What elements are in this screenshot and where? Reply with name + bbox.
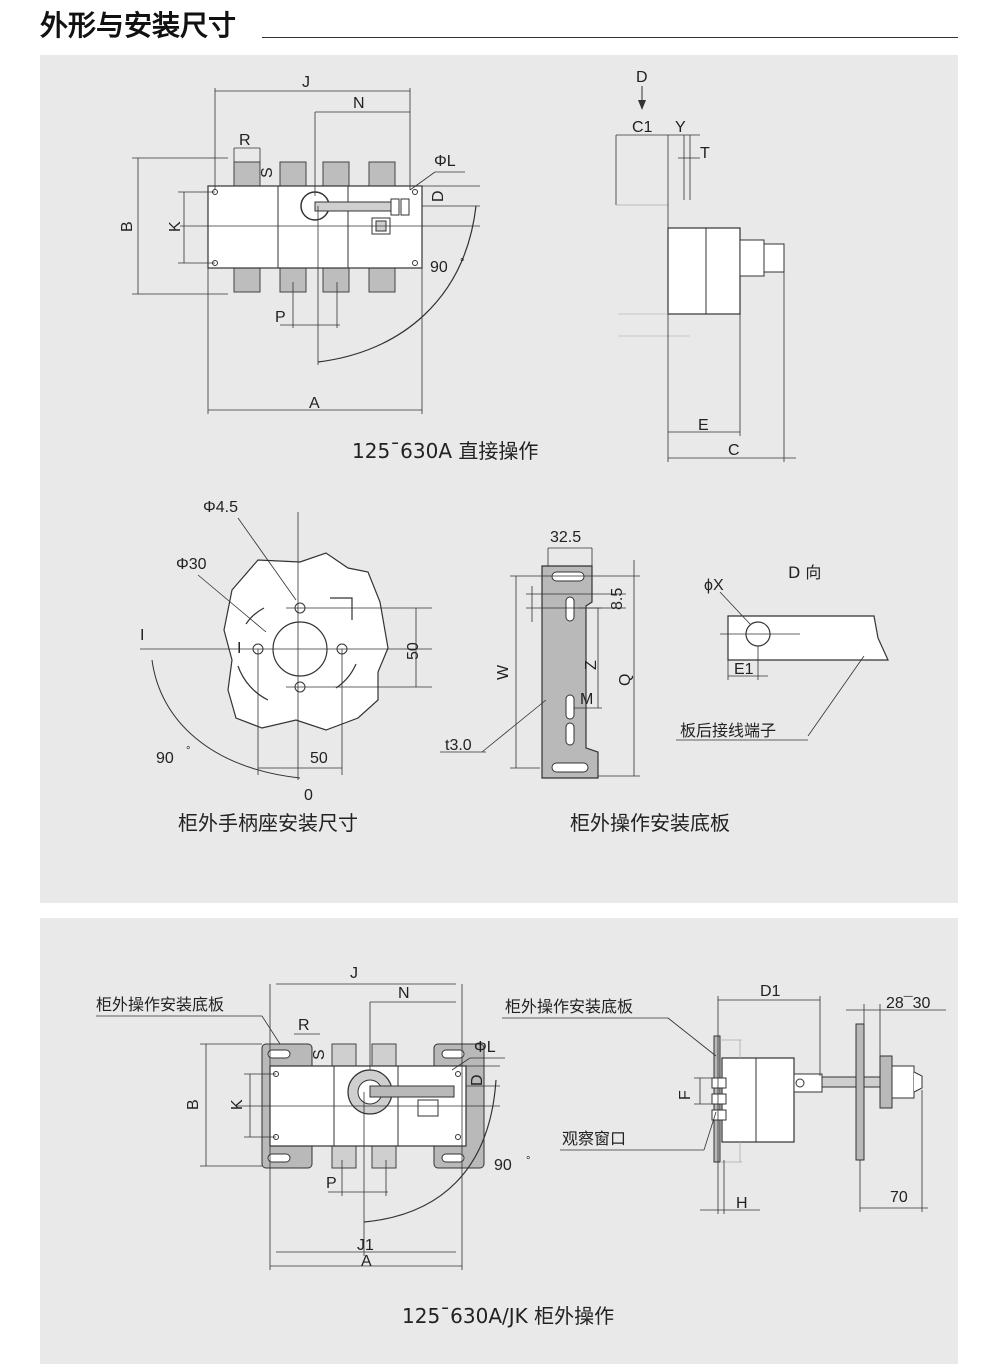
dim-a-label: A (361, 1253, 372, 1270)
dim-phil-label: ΦL (474, 1039, 496, 1056)
dim-2830-label: 28¯30 (886, 995, 931, 1012)
dir-d-label: D (636, 69, 648, 86)
dim-t-label: T (700, 145, 710, 162)
dim-e1-label: E1 (734, 661, 754, 678)
angle-90-label: 90 (156, 750, 174, 767)
dim-phi45-label: Φ4.5 (203, 499, 238, 516)
dim-d1-label: D1 (760, 983, 781, 1000)
degree-mark: ° (186, 745, 190, 757)
side-view-labels: D C1 Y T E C (632, 69, 740, 459)
panel-external-operation (40, 918, 958, 1364)
mounting-plate-labels: 32.5 8.5 W Z Q M t3.0 柜外操作安装底板 (445, 529, 730, 835)
degree-mark: ° (460, 257, 464, 269)
dim-j-label: J (350, 965, 358, 982)
dim-w-label: W (495, 664, 512, 680)
dim-f-label: F (677, 1090, 694, 1100)
terminal-drawing (676, 591, 889, 741)
caption-direct-operation: 125¯630A 直接操作 (352, 439, 538, 463)
dim-h-label: H (736, 1195, 748, 1212)
dim-y-label: Y (675, 119, 686, 136)
dim-n-label: N (398, 985, 410, 1002)
panel-direct-operation (40, 55, 958, 903)
caption-handle-seat: 柜外手柄座安装尺寸 (178, 811, 358, 835)
dim-a-label: A (309, 395, 320, 412)
dim-s-label: S (259, 167, 276, 178)
terminal-label: 板后接线端子 (680, 721, 776, 740)
dim-m-label: M (580, 691, 593, 708)
terminal-labels: D 向 ϕX E1 板后接线端子 (680, 563, 821, 740)
dim-z-label: Z (583, 660, 600, 670)
dim-q-label: Q (617, 674, 634, 686)
front-view-labels: J N R S ΦL D B K 90 ° P A 125¯630A 直接操作 (119, 74, 538, 463)
window-label: 观察窗口 (562, 1129, 626, 1148)
page-header: 外形与安装尺寸 (0, 0, 1000, 50)
handle-seat-drawing (140, 512, 432, 780)
external-side-view (502, 996, 946, 1214)
page-title: 外形与安装尺寸 (40, 9, 237, 42)
dim-p-label: P (275, 309, 286, 326)
dir-d-label: D 向 (788, 563, 821, 582)
dim-b-label: B (119, 221, 136, 232)
tick-left-label: I (140, 627, 144, 644)
caption-mounting-plate: 柜外操作安装底板 (570, 811, 730, 835)
external-front-labels: 柜外操作安装底板 J N R S ΦL D B K 90 ° P J1 A 12… (96, 965, 614, 1328)
plate-label: 柜外操作安装底板 (505, 997, 633, 1016)
dim-k-label: K (167, 221, 184, 232)
dim-r-label: R (298, 1017, 310, 1034)
dim-85-label: 8.5 (609, 588, 626, 610)
dim-r-label: R (239, 132, 251, 149)
tick-inner-label: I (237, 640, 241, 657)
dim-50h-label: 50 (310, 750, 328, 767)
dim-k-label: K (229, 1099, 246, 1110)
external-side-labels: 柜外操作安装底板 D1 28¯30 F 观察窗口 H 70 (505, 983, 931, 1212)
dim-j1-label: J1 (357, 1237, 374, 1254)
dim-s-label: S (311, 1049, 328, 1060)
external-front-view (96, 983, 505, 1270)
dim-b-label: B (185, 1099, 202, 1110)
dim-e-label: E (698, 417, 709, 434)
plate-label: 柜外操作安装底板 (96, 995, 224, 1014)
switch-side-view (615, 86, 796, 462)
caption-external-operation: 125¯630A/JK 柜外操作 (402, 1304, 614, 1328)
switch-front-view (132, 88, 480, 414)
dim-phi30-label: Φ30 (176, 556, 207, 573)
dim-phix-label: ϕX (704, 577, 724, 594)
handle-seat-labels: Φ4.5 Φ30 I I 50 90 ° 50 0 柜外手柄座安装尺寸 (140, 499, 422, 835)
dim-d-label: D (469, 1074, 486, 1086)
dim-c-label: C (728, 442, 740, 459)
angle-90-label: 90 (494, 1157, 512, 1174)
dim-325-label: 32.5 (550, 529, 581, 546)
angle-90-label: 90 (430, 259, 448, 276)
dim-c1-label: C1 (632, 119, 653, 136)
dim-d-label: D (430, 190, 447, 202)
degree-mark: ° (526, 1155, 530, 1167)
mounting-plate-drawing (440, 547, 640, 779)
thickness-label: t3.0 (445, 737, 472, 754)
title-rule (262, 37, 958, 38)
dim-n-label: N (353, 95, 365, 112)
dim-phil-label: ΦL (434, 153, 456, 170)
zero-label: 0 (304, 787, 313, 804)
dim-70-label: 70 (890, 1189, 908, 1206)
dim-j-label: J (302, 74, 310, 91)
dim-50v-label: 50 (405, 642, 422, 660)
dim-p-label: P (326, 1175, 337, 1192)
